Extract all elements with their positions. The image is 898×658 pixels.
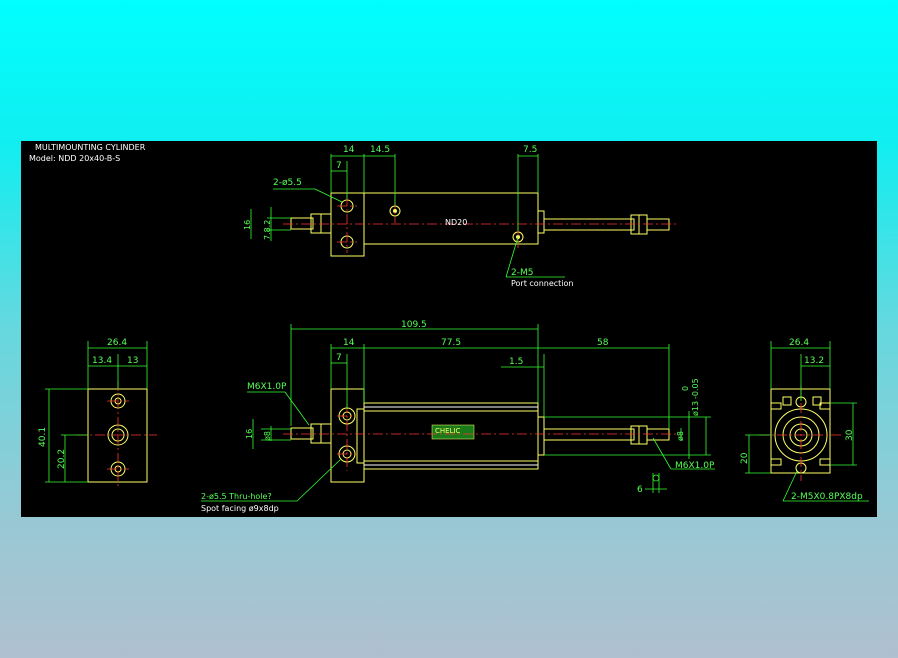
front-dim-109-5: 109.5 — [401, 320, 427, 330]
top-view: ND20 14 14.5 7 7.5 2-ø5.5 16 7.8.2 2-M5 … — [243, 145, 677, 288]
front-dim-16: 16 — [245, 429, 254, 439]
front-tol-upper: 0 — [681, 386, 690, 391]
left-dim-13-4: 13.4 — [92, 356, 112, 366]
left-end-plate — [87, 388, 148, 483]
nameplate — [431, 424, 475, 440]
left-dim-26-4: 26.4 — [107, 338, 127, 348]
right-dim-26-4: 26.4 — [789, 338, 809, 348]
front-thread-left: M6X1.0P — [247, 382, 287, 392]
front-dim-6: 6 — [637, 485, 643, 495]
left-dim-13: 13 — [127, 356, 138, 366]
front-hole-label: 2-ø5.5 Thru-hole? — [201, 492, 272, 501]
top-mount-block — [330, 192, 365, 257]
front-dim-1-5: 1.5 — [509, 357, 523, 367]
left-dim-40-1: 40.1 — [38, 427, 48, 447]
front-tol-lower: -0.05 — [691, 378, 700, 399]
top-dim-16: 16 — [243, 220, 252, 230]
front-thread-right: M6X1.0P — [675, 461, 715, 471]
top-hole-label: 2-ø5.5 — [273, 178, 302, 188]
cad-drawing: MULTIMOUNTING CYLINDER Model: NDD 20x40-… — [29, 143, 869, 513]
right-dim-30: 30 — [845, 429, 855, 441]
top-port-note: Port connection — [511, 279, 573, 288]
left-dim-20-2: 20.2 — [57, 449, 67, 469]
top-dim-7-5: 7.5 — [523, 145, 537, 155]
front-dim-7: 7 — [336, 353, 342, 363]
front-dim-77-5: 77.5 — [441, 338, 461, 348]
front-view: CHELIC 109.5 14 77.5 58 7 1.5 M6X1.0P 16 — [201, 320, 715, 513]
front-left-stud — [290, 427, 314, 440]
front-mount-block — [330, 388, 365, 483]
front-piston-rod — [543, 428, 635, 441]
front-dim-14: 14 — [343, 338, 355, 348]
svg-text:ND20: ND20 — [445, 218, 467, 227]
top-dim-14-5: 14.5 — [370, 145, 390, 155]
front-dim-dia8-left: ø8 — [263, 431, 272, 441]
top-dim-14: 14 — [343, 145, 355, 155]
front-spot-note: Spot facing ø9x8dp — [201, 504, 279, 513]
right-thread-label: 2-M5X0.8PX8dp — [791, 492, 863, 502]
top-dim-7: 7 — [336, 161, 342, 171]
nameplate-text: CHELIC — [435, 427, 461, 435]
cad-drawing-canvas: MULTIMOUNTING CYLINDER Model: NDD 20x40-… — [21, 141, 877, 517]
right-dim-20: 20 — [740, 452, 750, 464]
top-left-stud — [290, 217, 314, 230]
top-piston-rod — [543, 218, 635, 231]
front-dim-dia8-right: ø8 — [676, 431, 685, 441]
right-dim-13-2: 13.2 — [804, 356, 824, 366]
drawing-title: MULTIMOUNTING CYLINDER — [35, 143, 146, 152]
right-end-view: 26.4 13.2 30 20 2-M5X0.8PX8dp — [740, 338, 869, 502]
front-dim-dia13: ø13 — [691, 401, 700, 416]
model-label: Model: NDD 20x40-B-S — [29, 154, 120, 163]
front-dim-58: 58 — [597, 338, 609, 348]
top-port-label: 2-M5 — [511, 268, 533, 278]
left-end-view: 26.4 13.4 13 40.1 20.2 — [38, 338, 157, 489]
